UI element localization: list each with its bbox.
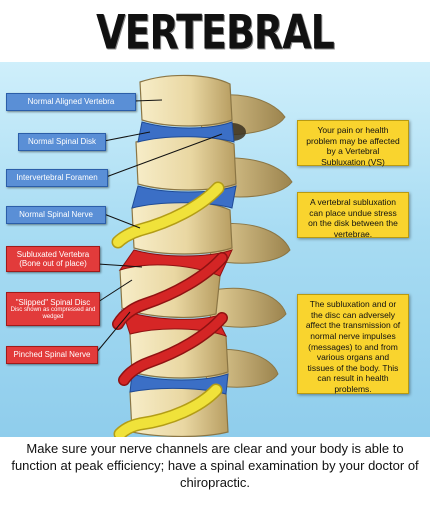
spine-illustration [95,74,293,437]
spine-illustration-panel: Normal Aligned Vertebra Normal Spinal Di… [0,62,430,437]
spinal-discs [118,121,237,395]
label-text: "Slipped" Spinal Disc [15,297,91,307]
note-undue-stress: A vertebral subluxation can place undue … [297,192,409,239]
note-transmission: The subluxation and or the disc can adve… [297,294,409,394]
label-text: Normal Spinal Nerve [19,210,93,220]
label-subluxated-vertebra: Subluxated Vertebra (Bone out of place) [6,246,100,272]
label-normal-spinal-disk: Normal Spinal Disk [18,133,106,151]
label-text: Intervertebral Foramen [16,173,98,183]
spinal-nerves [111,181,228,437]
label-text: Subluxated Vertebra [16,249,90,259]
label-text: Normal Spinal Disk [27,137,97,147]
label-text: Normal Aligned Vertebra [27,97,115,107]
label-subtext: (Bone out of place) [19,259,87,268]
page-title: VERTEBRAL SUBLUXATION [70,4,361,135]
label-normal-aligned-vertebra: Normal Aligned Vertebra [6,93,136,111]
label-normal-spinal-nerve: Normal Spinal Nerve [6,206,106,224]
label-slipped-spinal-disc: "Slipped" Spinal Disc Disc shown as comp… [6,292,100,326]
label-text: Pinched Spinal Nerve [13,350,91,360]
label-pinched-spinal-nerve: Pinched Spinal Nerve [6,346,98,364]
leader-lines [95,99,223,354]
note-pain-health: Your pain or health problem may be affec… [297,120,409,167]
label-intervertebral-foramen: Intervertebral Foramen [6,169,108,187]
label-subtext: Disc shown as compressed and wedged [10,306,96,320]
footer-text: Make sure your nerve channels are clear … [11,441,419,490]
